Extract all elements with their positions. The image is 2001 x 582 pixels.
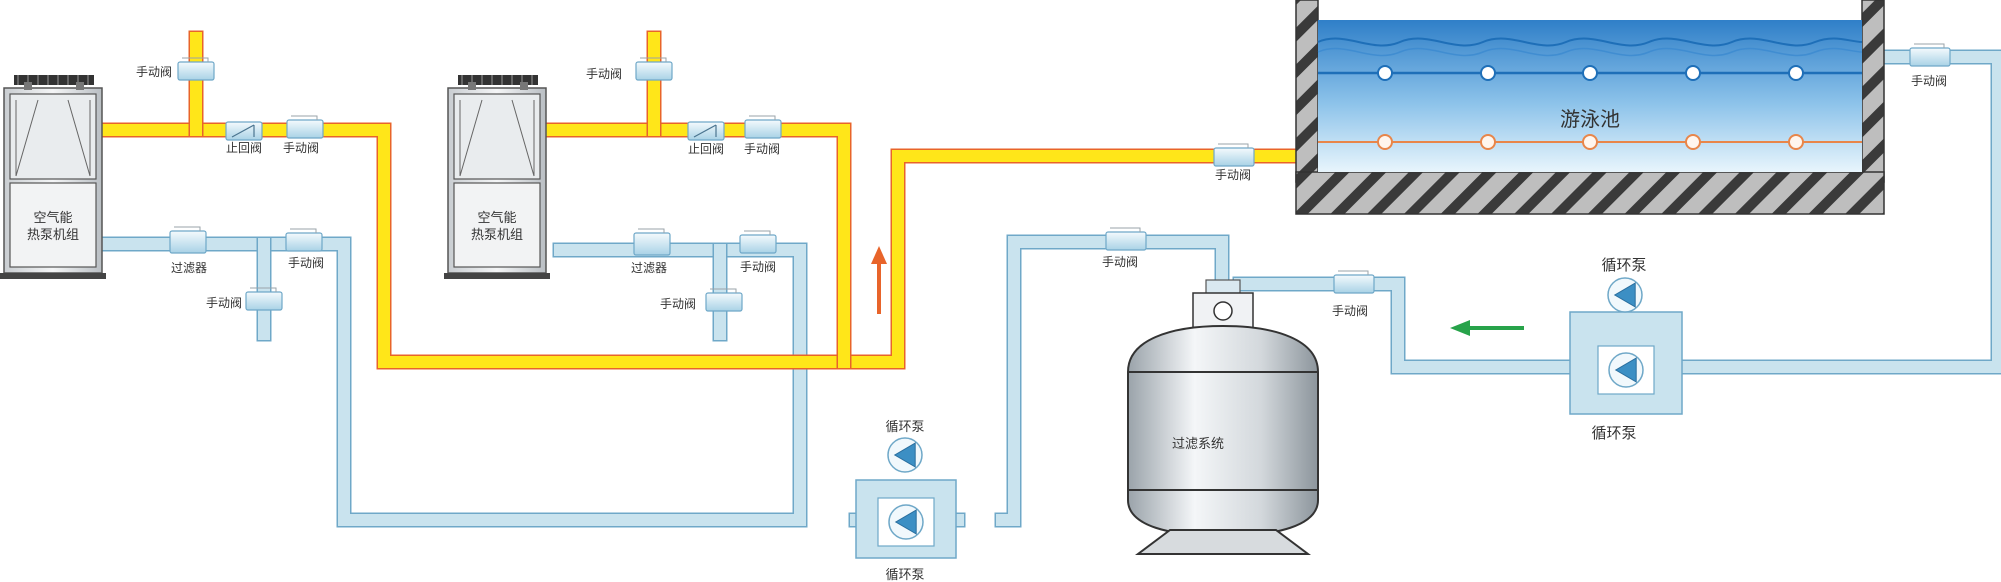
valve-label-strainer: 过滤器 xyxy=(631,261,667,275)
component-labels: 手动阀止回阀手动阀手动阀止回阀手动阀过滤器手动阀手动阀过滤器手动阀手动阀手动阀手… xyxy=(136,65,1947,582)
pool-outlet-nozzle xyxy=(1685,134,1701,150)
valve-icon[interactable] xyxy=(1909,43,1951,67)
valve-label-manual: 手动阀 xyxy=(740,260,776,274)
valve-icon[interactable] xyxy=(635,57,673,81)
pump-icon xyxy=(1607,277,1643,313)
cold-pipe-segment-core xyxy=(1234,278,1578,373)
arrow-left-icon xyxy=(1450,320,1524,336)
pump-label: 循环泵 xyxy=(885,420,924,435)
pump-icon xyxy=(1608,352,1644,388)
heat-pump-unit-1: 空气能 热泵机组 xyxy=(0,75,106,279)
pool-outlet-nozzle xyxy=(1788,134,1804,150)
valve-icon[interactable] xyxy=(1213,143,1255,167)
filter-tank-base xyxy=(1135,529,1311,555)
pool-inlet-nozzle xyxy=(1480,65,1496,81)
valve-icon[interactable] xyxy=(739,230,777,254)
valve-label-check: 止回阀 xyxy=(688,142,724,156)
valve-label-manual: 手动阀 xyxy=(1102,255,1138,269)
valve-icon[interactable] xyxy=(177,57,215,81)
filter-tank: 过滤系统 xyxy=(1127,279,1319,555)
filter-system-label: 过滤系统 xyxy=(1172,437,1224,452)
pool-wall-right xyxy=(1861,0,1885,183)
heat-pump-fan-panel xyxy=(9,93,97,180)
valve-label-manual: 手动阀 xyxy=(1911,74,1947,88)
pool-inlet-nozzle xyxy=(1377,65,1393,81)
heat-pump-top-grille xyxy=(458,75,538,85)
valve-label-check: 止回阀 xyxy=(226,141,262,155)
pool-inlet-nozzle xyxy=(1685,65,1701,81)
strainer-icon[interactable] xyxy=(169,226,207,254)
heat-pump-fan-panel xyxy=(453,93,541,180)
pool-inlet-nozzles xyxy=(1377,65,1804,81)
check-valve-icon[interactable] xyxy=(687,121,725,141)
hot-pipe-segment-core xyxy=(96,124,1302,368)
pump-stations xyxy=(855,277,1683,559)
pump-label: 循环泵 xyxy=(885,568,924,582)
cold-pipe-segment-core xyxy=(96,238,806,526)
pool-wave xyxy=(1317,37,1863,47)
valve-label-manual: 手动阀 xyxy=(660,297,696,311)
pump-label: 循环泵 xyxy=(1601,256,1646,274)
heat-pump-label-line2: 热泵机组 xyxy=(471,228,523,243)
valve-icon[interactable] xyxy=(1105,227,1147,251)
arrow-up-icon xyxy=(871,246,887,314)
valve-label-manual: 手动阀 xyxy=(744,142,780,156)
valve-label-manual: 手动阀 xyxy=(288,256,324,270)
pool-outlet-nozzles xyxy=(1377,134,1804,150)
heat-pump-label-line1: 空气能 xyxy=(477,210,516,226)
pool-floor xyxy=(1295,171,1885,215)
pump-station xyxy=(1569,311,1683,415)
pool-outlet-nozzle xyxy=(1582,134,1598,150)
valve-label-manual: 手动阀 xyxy=(206,296,242,310)
pool-inlet-nozzle xyxy=(1582,65,1598,81)
valve-icon[interactable] xyxy=(744,115,782,139)
hot-water-pipes xyxy=(94,30,1304,370)
pool-inlet-nozzle xyxy=(1788,65,1804,81)
pump-icon xyxy=(887,437,923,473)
valve-label-manual: 手动阀 xyxy=(136,65,172,79)
pool-wall-left xyxy=(1295,0,1319,183)
valve-label-strainer: 过滤器 xyxy=(171,261,207,275)
valve-icon[interactable] xyxy=(285,228,323,252)
filter-tank-body xyxy=(1127,324,1319,538)
valve-icon[interactable] xyxy=(286,115,324,139)
heat-pump-label-line1: 空气能 xyxy=(33,210,72,226)
pump-icon xyxy=(888,504,924,540)
valves xyxy=(169,43,1951,312)
pool-label: 游泳池 xyxy=(1560,107,1620,131)
check-valve-icon[interactable] xyxy=(225,121,263,141)
cold-pipe-segment xyxy=(94,236,808,528)
heat-pump-label-line2: 热泵机组 xyxy=(27,228,79,243)
pool-outlet-nozzle xyxy=(1377,134,1393,150)
pump-station xyxy=(855,479,957,559)
valve-label-manual: 手动阀 xyxy=(1332,304,1368,318)
valve-icon[interactable] xyxy=(705,288,743,312)
strainer-icon[interactable] xyxy=(633,228,671,256)
valve-icon[interactable] xyxy=(1333,270,1375,294)
valve-label-manual: 手动阀 xyxy=(283,141,319,155)
heat-pump-top-grille xyxy=(14,75,94,85)
filter-tank-gauge xyxy=(1213,301,1233,321)
hot-pipe-segment-core xyxy=(540,124,850,368)
valve-icon[interactable] xyxy=(245,287,283,311)
swimming-pool: 游泳池 xyxy=(1295,0,1885,215)
valve-label-manual: 手动阀 xyxy=(586,67,622,81)
valve-label-manual: 手动阀 xyxy=(1215,168,1251,182)
pool-outlet-nozzle xyxy=(1480,134,1496,150)
heat-pump-unit-2: 空气能 热泵机组 xyxy=(444,75,550,279)
pump-label: 循环泵 xyxy=(1591,424,1636,442)
